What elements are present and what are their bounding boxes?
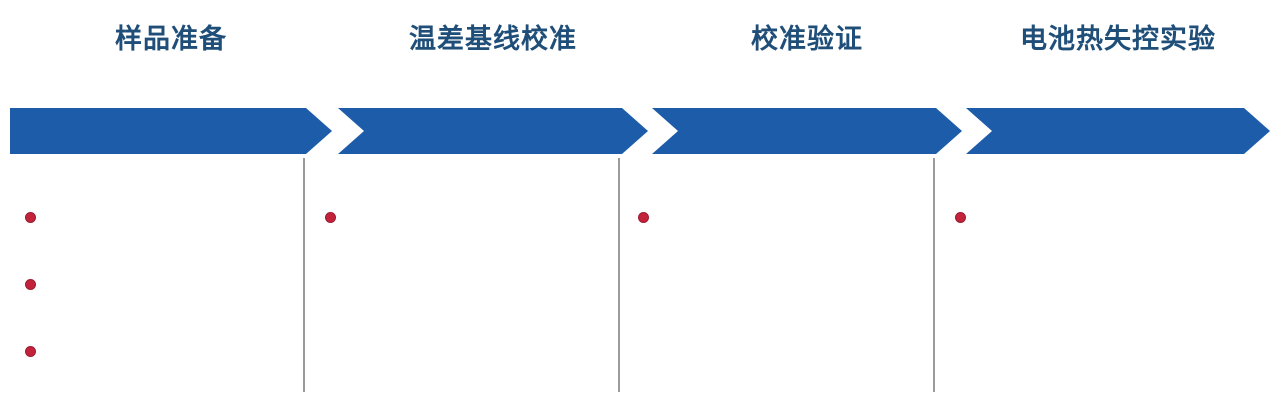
stage-title-calibration-verification: 校准验证 (751, 24, 863, 54)
column-divider (618, 158, 620, 392)
stage-title-thermal-runaway-experiment: 电池热失控实验 (1020, 24, 1216, 54)
bullet-dot (955, 212, 966, 223)
bullet-dot (25, 279, 36, 290)
stage-bullets-2 (325, 195, 336, 223)
column-divider (933, 158, 935, 392)
stage-arrow-2 (338, 108, 648, 154)
column-divider (303, 158, 305, 392)
stage-arrow-4 (966, 108, 1270, 154)
stage-title-baseline-calibration: 温差基线校准 (409, 24, 577, 54)
stage-arrow-3 (652, 108, 962, 154)
stage-bullets-1 (25, 195, 36, 357)
stage-bullets-3 (638, 195, 649, 223)
bullet-dot (638, 212, 649, 223)
stage-title-sample-preparation: 样品准备 (115, 24, 227, 54)
bullet-dot (325, 212, 336, 223)
bullet-dot (25, 212, 36, 223)
stage-bullets-4 (955, 195, 966, 223)
stage-arrow-1 (10, 108, 332, 154)
bullet-dot (25, 346, 36, 357)
